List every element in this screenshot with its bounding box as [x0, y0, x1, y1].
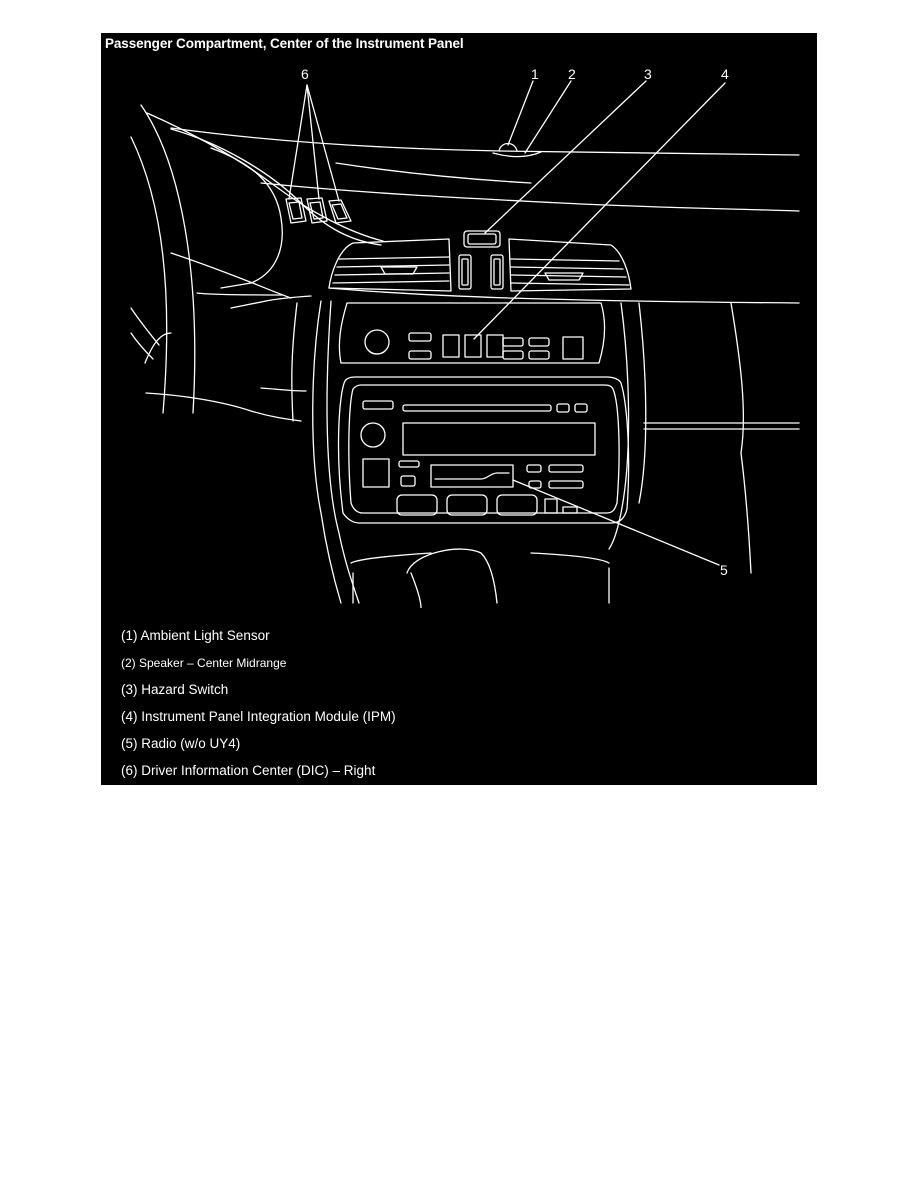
legend-item: (1) Ambient Light Sensor: [121, 628, 270, 643]
legend-item: (2) Speaker – Center Midrange: [121, 656, 287, 670]
callout-2: 2: [568, 66, 576, 82]
hazard-switch: [463, 230, 501, 248]
center-console: [291, 300, 800, 608]
steering-wheel: [130, 104, 196, 414]
legend-item: (5) Radio (w/o UY4): [121, 736, 241, 751]
callout-5: 5: [720, 562, 728, 578]
dash-top: [170, 127, 800, 304]
legend-item: (3) Hazard Switch: [121, 682, 229, 697]
diagram-figure: Passenger Compartment, Center of the Ins…: [101, 33, 817, 785]
legend-list: (1) Ambient Light Sensor (2) Speaker – C…: [121, 627, 396, 789]
dic-buttons: [285, 197, 352, 224]
radio-unit: [337, 376, 630, 524]
figure-title: Passenger Compartment, Center of the Ins…: [105, 36, 464, 51]
speaker-center-midrange: [492, 151, 542, 158]
ipm-panel: [338, 302, 606, 364]
callout-3: 3: [644, 66, 652, 82]
legend-item: (6) Driver Information Center (DIC) – Ri…: [121, 763, 376, 778]
air-vents: [328, 238, 632, 292]
legend-item: (4) Instrument Panel Integration Module …: [121, 709, 396, 724]
callout-1: 1: [531, 66, 539, 82]
callout-4: 4: [721, 66, 729, 82]
callout-6: 6: [301, 66, 309, 82]
dashboard-line-drawing: 6 1 2 3 4 5: [130, 66, 800, 608]
leader-lines: [288, 80, 726, 566]
